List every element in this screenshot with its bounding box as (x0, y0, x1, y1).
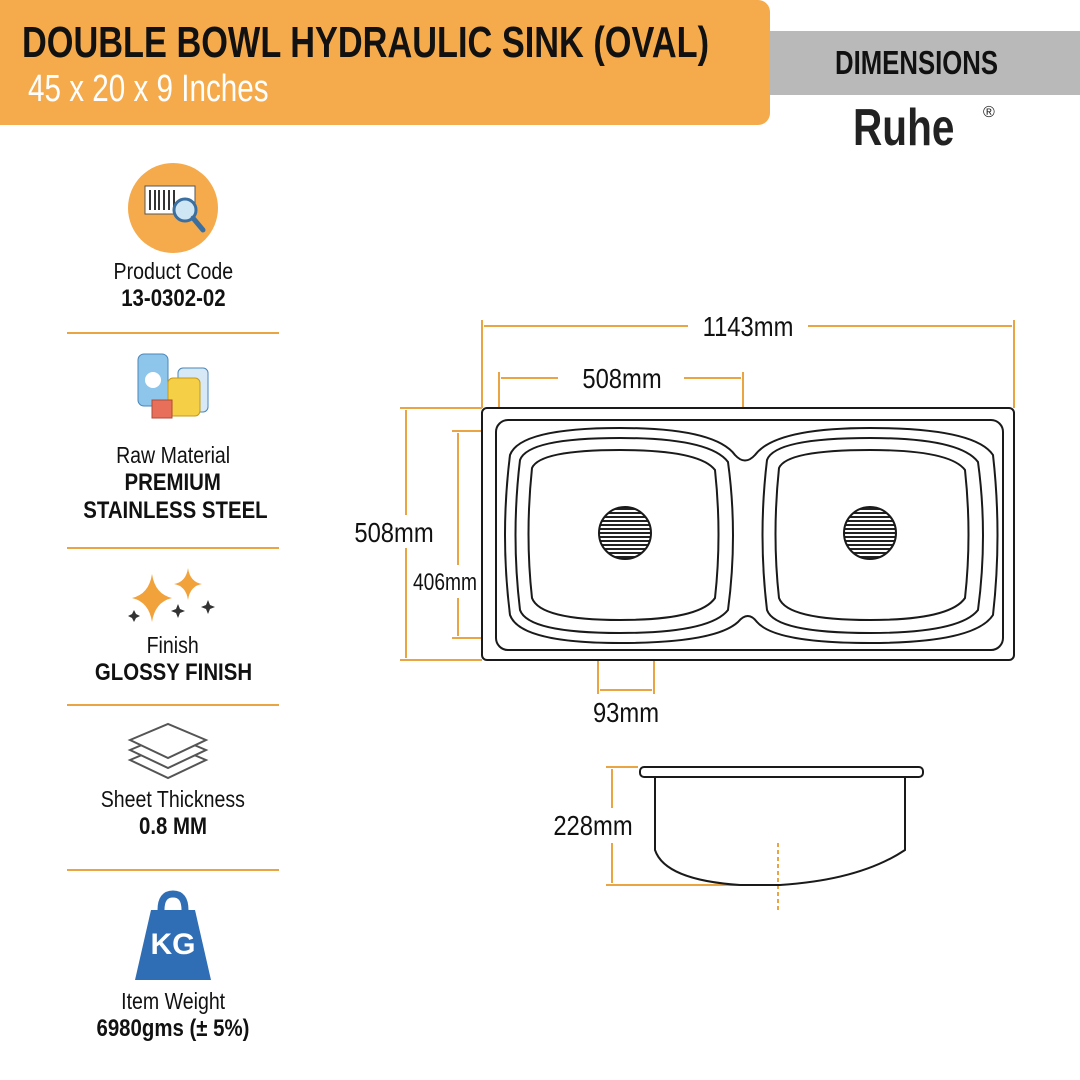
dimensions-bar (770, 31, 1080, 95)
title-banner (0, 0, 770, 125)
spec-sheet-thickness: Sheet Thickness 0.8 MM (100, 786, 246, 840)
drain-diameter-label: 93mm (593, 696, 659, 728)
overall-length-label: 1143mm (703, 310, 794, 342)
product-title: DOUBLE BOWL HYDRAULIC SINK (OVAL) (22, 18, 710, 67)
product-size: 45 x 20 x 9 Inches (28, 68, 269, 110)
sink-side-view (639, 766, 924, 886)
depth-label: 228mm (553, 809, 632, 841)
stacked-sheets-icon (127, 722, 209, 780)
spec-product-code: Product Code 13-0302-02 (113, 258, 233, 312)
drain-left (598, 506, 652, 560)
brand-logo: Ruhe® (853, 99, 995, 157)
spec-raw-material: Raw Material PREMIUM STAINLESS STEEL (83, 442, 268, 524)
sparkles-icon (128, 568, 215, 622)
spec-item-weight: Item Weight 6980gms (± 5%) (96, 988, 250, 1042)
barcode-search-icon (128, 163, 218, 253)
divider (67, 704, 279, 706)
drain-right (843, 506, 897, 560)
divider (67, 547, 279, 549)
spec-finish: Finish GLOSSY FINISH (94, 632, 252, 686)
bowl-length-label: 508mm (582, 362, 661, 394)
bowl-width-label: 406mm (413, 568, 477, 596)
weight-kg-icon: KG (133, 890, 213, 984)
divider (67, 332, 279, 334)
dimensions-label: DIMENSIONS (835, 44, 999, 81)
raw-material-drums-icon (137, 353, 209, 419)
divider (67, 869, 279, 871)
sink-top-view (481, 407, 1015, 661)
overall-width-label: 508mm (354, 516, 433, 548)
